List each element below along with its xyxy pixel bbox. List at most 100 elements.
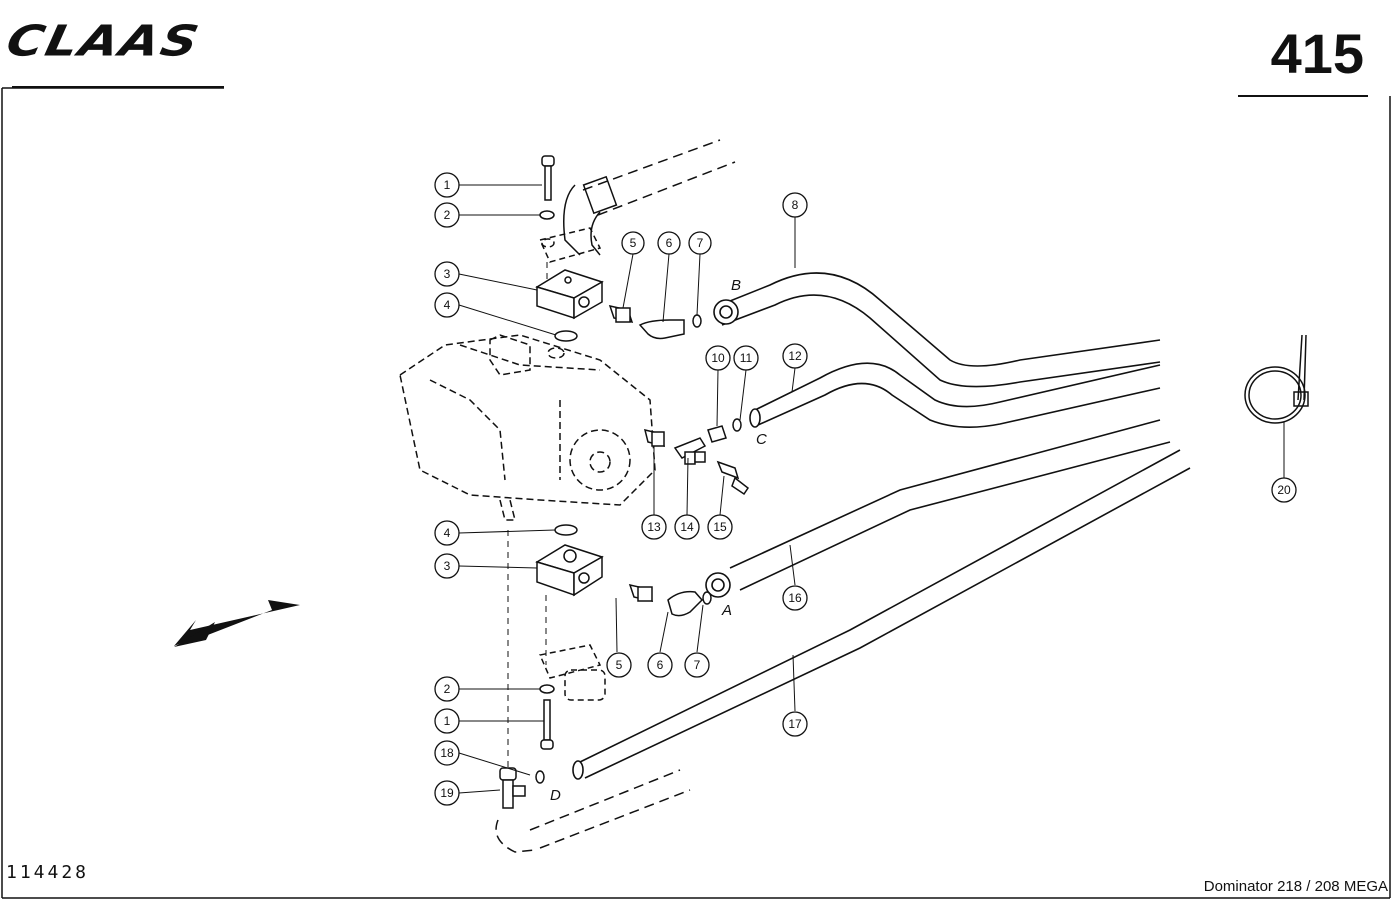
svg-text:19: 19: [440, 786, 454, 800]
connection-labels: B C A D: [550, 277, 767, 804]
svg-text:13: 13: [647, 520, 661, 534]
adapter-block-lower: [535, 544, 604, 597]
upper-flange: [538, 227, 602, 263]
callout-5-upper: 5: [621, 231, 645, 255]
callout-5-lower: 5: [606, 652, 632, 678]
connection-label-c: C: [756, 431, 767, 448]
bolt-lower: [540, 699, 554, 750]
callout-2-lower: 2: [434, 676, 460, 702]
callout-3-lower: 3: [434, 553, 460, 579]
bolt-upper: [541, 155, 555, 201]
callout-1-upper: 1: [434, 172, 460, 198]
seal-ring-11: [732, 418, 742, 432]
seal-ring-upper: [692, 314, 702, 328]
upper-return-pipe: [563, 139, 736, 256]
svg-text:2: 2: [444, 682, 451, 696]
callout-6-upper: 6: [657, 231, 681, 255]
callout-10: 10: [705, 345, 731, 371]
svg-text:4: 4: [444, 298, 451, 312]
callout-12: 12: [782, 343, 808, 369]
lower-return-pipe: [495, 769, 691, 853]
callout-2-upper: 2: [434, 202, 460, 228]
elbow-upper: [638, 319, 685, 340]
page-frame: [1, 87, 1391, 899]
hose-clamp-20: [1244, 334, 1309, 424]
callout-14: 14: [674, 514, 700, 540]
svg-text:1: 1: [444, 714, 451, 728]
callout-7-upper: 7: [688, 231, 712, 255]
svg-text:6: 6: [657, 658, 664, 672]
svg-text:18: 18: [440, 746, 454, 760]
svg-text:11: 11: [740, 351, 753, 365]
machine-model: Dominator 218 / 208 MEGA: [1203, 878, 1388, 895]
hose-12: [749, 362, 1161, 428]
assembly-axis-lines: [507, 262, 548, 770]
callout-19: 19: [434, 780, 460, 806]
callout-20: 20: [1271, 477, 1297, 503]
fitting-lower: [628, 583, 654, 603]
connection-label-a: A: [721, 602, 732, 619]
page-number: 415: [1270, 22, 1364, 85]
callout-11: 11: [733, 345, 759, 371]
header-rule-right: [1238, 95, 1368, 97]
svg-text:3: 3: [444, 267, 451, 281]
washer-lower: [539, 684, 555, 694]
tee-fitting-14: [673, 437, 707, 465]
lower-flange: [538, 644, 606, 701]
hydraulic-pump: [399, 334, 656, 521]
callout-3-upper: 3: [434, 261, 460, 287]
svg-text:1: 1: [444, 178, 451, 192]
callout-4-upper: 4: [434, 292, 460, 318]
callout-8: 8: [782, 192, 808, 218]
hose-17: [572, 449, 1191, 780]
adapter-block-upper: [535, 269, 604, 320]
svg-text:14: 14: [680, 520, 694, 534]
callout-18: 18: [434, 740, 460, 766]
svg-text:6: 6: [666, 236, 673, 250]
fitting-13: [643, 428, 665, 448]
callout-markers: 1 2 3 4 5 6 7 8 10 11 12 13 14 15 4 3 16…: [434, 172, 1297, 806]
svg-text:15: 15: [713, 520, 727, 534]
svg-text:10: 10: [711, 351, 725, 365]
callout-7-lower: 7: [684, 652, 710, 678]
elbow-lower: [667, 590, 704, 617]
svg-text:12: 12: [788, 349, 802, 363]
connection-label-d: D: [550, 787, 561, 804]
callout-13: 13: [641, 514, 667, 540]
svg-text:7: 7: [694, 658, 701, 672]
svg-text:20: 20: [1277, 483, 1291, 497]
callout-leaders: [458, 184, 1285, 794]
drawing-number: 114428: [6, 862, 90, 883]
o-ring-upper: [554, 330, 578, 342]
svg-text:5: 5: [616, 658, 623, 672]
washer-upper: [539, 210, 555, 220]
callout-17: 17: [782, 711, 808, 737]
hose-16: [705, 419, 1171, 598]
fitting-10: [707, 425, 727, 443]
connection-label-b: B: [731, 277, 741, 294]
svg-text:5: 5: [630, 236, 637, 250]
svg-text:8: 8: [792, 198, 799, 212]
svg-text:3: 3: [444, 559, 451, 573]
direction-arrow-icon: [174, 600, 300, 647]
svg-text:7: 7: [697, 236, 704, 250]
svg-text:16: 16: [788, 591, 802, 605]
tee-fitting-19: [499, 767, 526, 809]
svg-text:4: 4: [444, 526, 451, 540]
hose-8: [713, 272, 1161, 388]
seal-ring-lower: [702, 591, 712, 605]
fitting-15: [716, 460, 750, 496]
o-ring-lower: [554, 524, 578, 536]
svg-text:2: 2: [444, 208, 451, 222]
seal-ring-18: [535, 770, 545, 784]
header-rule-left: [12, 86, 224, 88]
fitting-upper: [608, 304, 634, 324]
callout-4-lower: 4: [434, 520, 460, 546]
svg-text:17: 17: [788, 717, 802, 731]
callout-1-lower: 1: [434, 708, 460, 734]
callout-15: 15: [707, 514, 733, 540]
callout-16: 16: [782, 585, 808, 611]
callout-6-lower: 6: [647, 652, 673, 678]
